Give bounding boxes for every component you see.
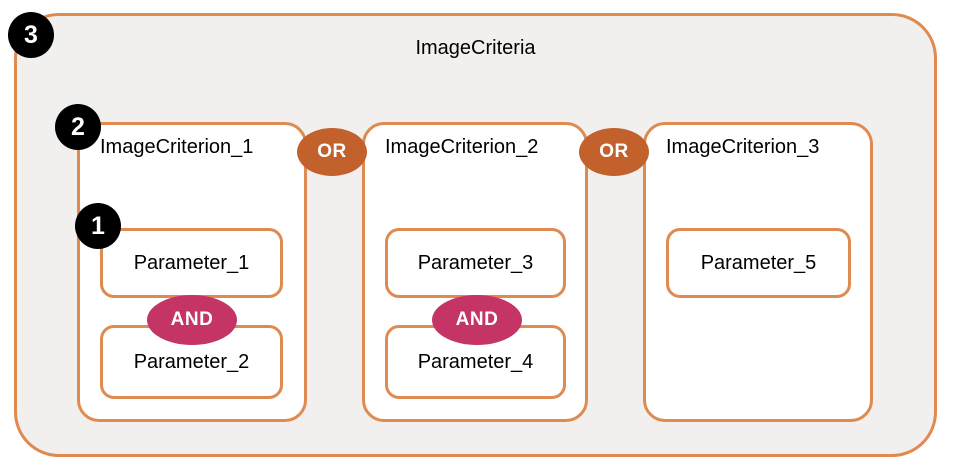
parameter-3-box: Parameter_3 (385, 228, 566, 298)
parameter-1-box: Parameter_1 (100, 228, 283, 298)
image-criteria-group: ImageCriteria ImageCriterion_1 Parameter… (14, 13, 937, 457)
image-criterion-3-box: ImageCriterion_3 Parameter_5 (643, 122, 873, 422)
image-criterion-2-label: ImageCriterion_2 (385, 136, 539, 158)
image-criterion-1-label: ImageCriterion_1 (100, 136, 254, 158)
or-operator-badge-2: OR (579, 128, 649, 176)
and-operator-badge-2: AND (432, 295, 522, 345)
image-criterion-1-box: ImageCriterion_1 Parameter_1 Parameter_2 (77, 122, 307, 422)
and-operator-badge-1: AND (147, 295, 237, 345)
parameter-5-box: Parameter_5 (666, 228, 851, 298)
image-criterion-3-label: ImageCriterion_3 (666, 136, 820, 158)
callout-number-3: 3 (8, 12, 54, 58)
or-operator-badge-1: OR (297, 128, 367, 176)
callout-number-1: 1 (75, 203, 121, 249)
image-criterion-2-box: ImageCriterion_2 Parameter_3 Parameter_4 (362, 122, 588, 422)
image-criteria-title: ImageCriteria (415, 37, 536, 59)
callout-number-2: 2 (55, 104, 101, 150)
parameter-4-box: Parameter_4 (385, 325, 566, 399)
